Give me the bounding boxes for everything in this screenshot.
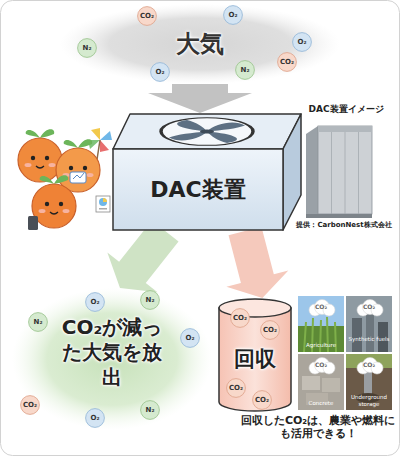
- molecule-circle: N₂: [140, 400, 160, 420]
- dac-unit-box: DAC装置: [112, 113, 302, 231]
- molecule-formula: CO₂: [233, 314, 247, 323]
- use-case-photos: [298, 296, 392, 410]
- molecule-circle: O₂: [292, 32, 312, 52]
- photo-cloud-formula: CO₂: [298, 303, 344, 310]
- cloud-title: 大気: [176, 29, 224, 59]
- molecule-formula: CO₂: [255, 396, 269, 405]
- molecule-formula: O₂: [90, 298, 99, 307]
- molecule-formula: N₂: [146, 406, 155, 415]
- molecule-circle: CO₂: [277, 52, 297, 72]
- molecule-circle: O₂: [180, 328, 200, 348]
- credit-note: 提供：CarbonNest株式会社: [288, 221, 400, 229]
- photo-caption: Concrete: [298, 400, 344, 407]
- molecule-circle: CO₂: [226, 378, 246, 398]
- dac-device-photo: [306, 126, 372, 218]
- photo-cloud-formula: CO₂: [346, 361, 392, 368]
- flow-arrow: [148, 84, 252, 113]
- molecule-circle: CO₂: [20, 395, 40, 415]
- molecule-formula: N₂: [34, 318, 43, 327]
- molecule-formula: O₂: [185, 334, 194, 343]
- cylinder-title: 回収: [234, 346, 276, 372]
- molecule-formula: N₂: [83, 44, 92, 53]
- photo-caption: Underground storage: [346, 394, 392, 407]
- capture-cylinder: 回収 CO₂ CO₂ CO₂ CO₂: [218, 298, 292, 412]
- molecule-circle: CO₂: [260, 320, 280, 340]
- photo-cloud-formula: CO₂: [298, 361, 344, 368]
- photo-caption: Synthetic fuels: [346, 336, 392, 343]
- molecule-circle: N₂: [28, 312, 48, 332]
- molecule-formula: CO₂: [23, 401, 37, 410]
- molecule-formula: O₂: [297, 38, 306, 47]
- molecule-circle: CO₂: [252, 390, 272, 410]
- molecule-circle: N₂: [77, 38, 97, 58]
- molecule-formula: O₂: [155, 68, 164, 77]
- molecule-circle: O₂: [85, 408, 105, 428]
- molecule-circle: N₂: [235, 60, 255, 80]
- flow-arrow: [226, 227, 288, 298]
- released-air-blob: CO₂が減った大気を放出 O₂ N₂ N₂ O₂ CO₂ N₂ O₂: [12, 288, 212, 430]
- molecule-formula: N₂: [146, 296, 155, 305]
- dac-outline: [112, 113, 302, 231]
- molecule-formula: O₂: [228, 11, 237, 20]
- molecule-formula: CO₂: [280, 58, 294, 67]
- molecule-formula: CO₂: [140, 12, 154, 21]
- molecule-formula: N₂: [241, 66, 250, 75]
- molecule-circle: O₂: [150, 62, 170, 82]
- molecule-circle: O₂: [85, 292, 105, 312]
- molecule-circle: CO₂: [230, 308, 250, 328]
- molecule-formula: CO₂: [229, 384, 243, 393]
- blob-title: CO₂が減った大気を放出: [53, 315, 171, 390]
- mascot-illustration: [18, 128, 112, 230]
- image-caption: DAC装置イメージ: [296, 104, 396, 115]
- molecule-circle: O₂: [223, 5, 243, 25]
- atmosphere-cloud: 大気 CO₂ O₂ N₂ O₂ O₂ N₂ CO₂: [60, 4, 340, 84]
- unit-title: DAC装置: [150, 176, 245, 204]
- molecule-formula: CO₂: [263, 326, 277, 335]
- molecule-circle: CO₂: [137, 6, 157, 26]
- photo-cloud-formula: CO₂: [346, 303, 392, 310]
- footer-note: 回収したCO₂は、農業や燃料にも活用できる！: [236, 414, 400, 440]
- flow-arrow: [107, 220, 178, 292]
- molecule-circle: N₂: [140, 290, 160, 310]
- photo-caption: Agriculture: [298, 342, 344, 349]
- molecule-formula: O₂: [90, 414, 99, 423]
